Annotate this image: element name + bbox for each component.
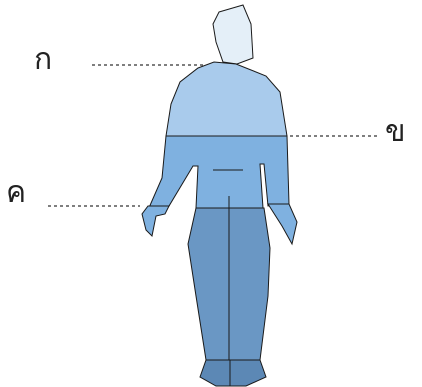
head-region (213, 5, 253, 64)
right-hand-region (268, 204, 297, 244)
label-c: ค (6, 178, 26, 208)
label-a: ก (34, 45, 52, 75)
label-b: ข (385, 117, 406, 147)
middle-torso-region (148, 136, 289, 210)
feet-region (200, 360, 266, 386)
left-hand-region (142, 206, 169, 236)
upper-torso-region (166, 62, 287, 136)
